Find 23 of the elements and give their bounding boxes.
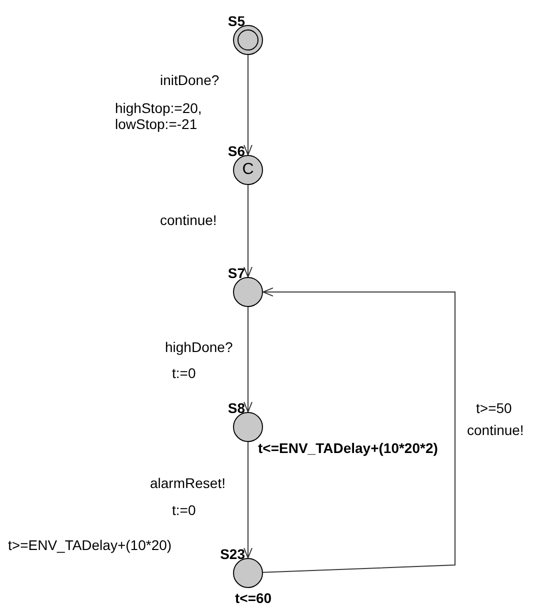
- location-name: S7: [228, 265, 245, 281]
- transition-annotation: highStop:=20, lowStop:=-21: [115, 100, 203, 132]
- edge-label: continue!: [160, 212, 217, 228]
- location-name: S8: [228, 400, 245, 416]
- location-name: S5: [228, 13, 245, 29]
- transition-arrow: [244, 442, 252, 558]
- location-name: S23: [220, 546, 245, 562]
- edge-label: highDone?: [165, 339, 233, 355]
- location-name: S6: [228, 143, 245, 159]
- transition-annotation: t>=ENV_TADelay+(10*20): [8, 537, 172, 553]
- transition-annotation: t:=0: [172, 502, 196, 518]
- transition-arrow: [262, 288, 456, 573]
- committed-mark: C: [241, 160, 255, 180]
- transition-arrow: [244, 184, 252, 278]
- invariant-label: t<=ENV_TADelay+(10*20*2): [258, 440, 438, 456]
- invariant-label: t<=60: [235, 590, 272, 606]
- transition-annotation: t>=50: [476, 400, 512, 416]
- transition-arrow: [244, 306, 252, 412]
- transition-arrow: [244, 54, 252, 156]
- edge-label: continue!: [467, 422, 524, 438]
- transition-annotation: t:=0: [172, 365, 196, 381]
- edge-label: initDone?: [160, 72, 220, 88]
- edge-label: alarmReset!: [150, 475, 226, 491]
